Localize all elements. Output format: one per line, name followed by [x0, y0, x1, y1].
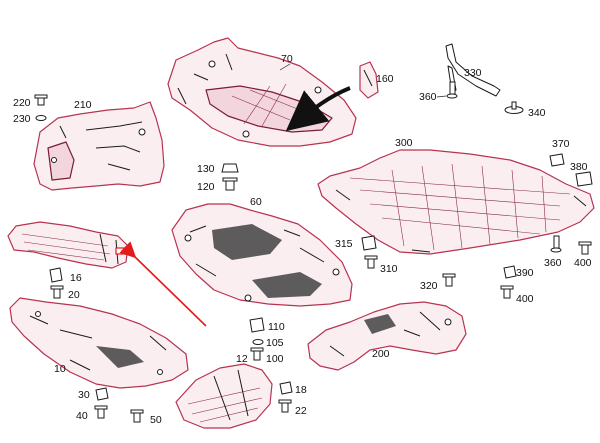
bolt-400-right[interactable]	[578, 241, 592, 255]
callout-230: 230	[13, 113, 31, 125]
callout-20: 20	[68, 289, 80, 301]
washer-105[interactable]	[252, 339, 264, 345]
part-200-bracket[interactable]	[307, 301, 467, 371]
callout-320: 320	[420, 280, 438, 292]
callout-370: 370	[552, 138, 570, 150]
callout-400-middle: 400	[516, 293, 534, 305]
bolt-320[interactable]	[442, 273, 456, 287]
reference-arrow	[285, 86, 351, 132]
callout-12: 12	[236, 353, 248, 365]
bolt-100[interactable]	[250, 347, 264, 361]
callout-300: 300	[395, 137, 413, 149]
callout-210: 210	[74, 99, 92, 111]
part-300-underbody-panel[interactable]	[317, 149, 595, 255]
part-lower-deflector[interactable]	[175, 363, 273, 429]
callout-110: 110	[268, 321, 285, 333]
callout-120: 120	[197, 181, 215, 193]
bolt-400-middle[interactable]	[500, 285, 514, 299]
clip-120[interactable]	[222, 177, 238, 191]
clip-18[interactable]	[279, 381, 293, 395]
callout-360-upper: 360	[419, 91, 437, 103]
callout-330: 330	[464, 67, 482, 79]
fastener-360-lower[interactable]	[550, 235, 562, 253]
fastener-220[interactable]	[34, 94, 48, 106]
callout-18: 18	[295, 384, 307, 396]
part-160-bracket[interactable]	[359, 61, 379, 99]
fastener-340[interactable]	[504, 101, 524, 114]
callout-380: 380	[570, 161, 588, 173]
callout-105: 105	[266, 337, 284, 349]
callout-50: 50	[150, 414, 162, 426]
callout-16: 16	[70, 272, 82, 284]
callout-22: 22	[295, 405, 307, 417]
bolt-40[interactable]	[94, 405, 108, 419]
grommet-130[interactable]	[221, 163, 239, 173]
callout-70: 70	[281, 53, 293, 65]
callout-390: 390	[516, 267, 534, 279]
clip-315[interactable]	[361, 235, 377, 251]
clip-380[interactable]	[575, 171, 593, 187]
callout-200: 200	[372, 348, 390, 360]
part-air-duct[interactable]	[7, 221, 129, 269]
callout-130: 130	[197, 163, 215, 175]
callout-60: 60	[250, 196, 262, 208]
callout-360-lower: 360	[544, 257, 562, 269]
callout-10: 10	[54, 363, 66, 375]
callout-40: 40	[76, 410, 88, 422]
part-10-front-shield[interactable]	[9, 297, 189, 389]
bolt-20[interactable]	[50, 285, 64, 299]
highlight-arrow	[119, 241, 207, 327]
clip-370[interactable]	[549, 153, 565, 167]
bolt-22[interactable]	[278, 399, 292, 413]
washer-230[interactable]	[35, 115, 47, 121]
part-70-engine-cover[interactable]	[167, 37, 357, 147]
bolt-50[interactable]	[130, 409, 144, 423]
callout-340: 340	[528, 107, 546, 119]
callout-400-right: 400	[574, 257, 592, 269]
bolt-310[interactable]	[364, 255, 378, 269]
callout-160: 160	[376, 73, 394, 85]
callout-315: 315	[335, 238, 353, 250]
clip-16[interactable]	[49, 267, 63, 283]
callout-220: 220	[13, 97, 31, 109]
callout-310: 310	[380, 263, 398, 275]
part-60-center-skid-plate[interactable]	[171, 203, 353, 307]
clip-30[interactable]	[95, 387, 109, 401]
clip-390[interactable]	[503, 265, 517, 279]
callout-100: 100	[266, 353, 284, 365]
callout-30: 30	[78, 389, 90, 401]
part-210-side-panel[interactable]	[33, 101, 165, 191]
fastener-360-upper[interactable]	[446, 81, 458, 99]
clip-110[interactable]	[249, 317, 265, 333]
